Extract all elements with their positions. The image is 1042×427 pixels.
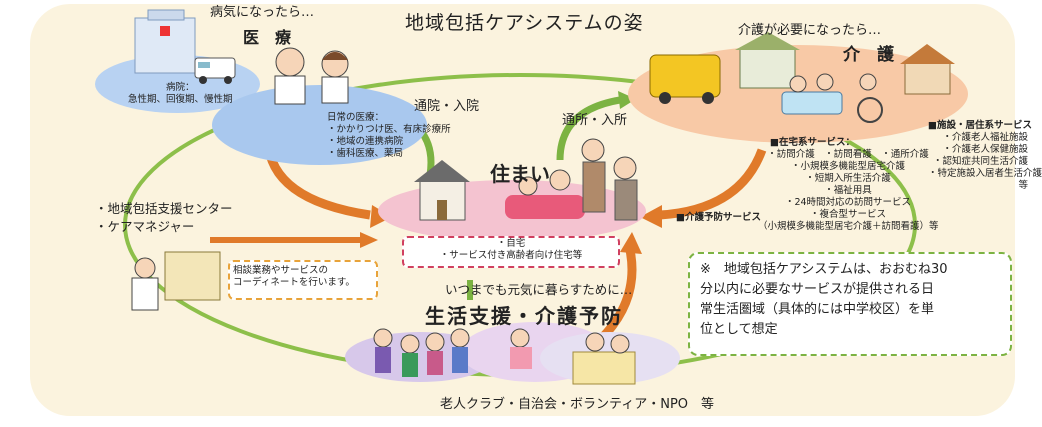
doctor-icon (274, 47, 306, 105)
arrow-living-to-home (596, 249, 637, 344)
care-lead: 介護が必要になったら… (738, 23, 882, 38)
wheelchair-icon (857, 73, 883, 123)
medical-heading: 医 療 (243, 28, 292, 47)
family-icon (505, 138, 638, 221)
medical-lead: 病気になったら… (210, 5, 315, 20)
care-arrow-label: 通所・入所 (562, 113, 628, 128)
exercise-icon (510, 328, 532, 369)
hospital-building-icon (134, 9, 196, 74)
hospital-label: 病院： 急性期、回復期、慢性期 (128, 82, 233, 105)
medical-arrow-label: 通院・入院 (414, 99, 480, 114)
bath-care-icon (781, 73, 843, 115)
home-heading: 住まい (490, 162, 550, 186)
arrow-home-to-care (556, 96, 621, 161)
page-title: 地域包括ケアシステムの姿 (405, 12, 644, 34)
group-home-icon (900, 44, 955, 95)
facility-list: ・介護老人福祉施設 ・介護老人保健施設 ・認知症共同生活介護 ・特定施設入居者生… (928, 132, 1042, 191)
home-services-list: ・訪問介護 ・訪問看護 ・通所介護 ・小規模多機能型居宅介護 ・短期入所生活介護… (758, 149, 939, 232)
ambulance-icon (194, 57, 236, 84)
daily-medical-label: 日常の医療： ・かかりつけ医、有床診療所 ・地域の連携病院 ・歯科医療、薬局 (327, 112, 451, 159)
care-manager-icon (131, 257, 159, 311)
care-facility-icon (735, 32, 800, 89)
support-bubble: 相談業務やサービスの コーディネートを行います。 (228, 260, 378, 300)
nurse-icon (321, 50, 349, 104)
elderly-group-icon (373, 328, 470, 377)
living-heading: 生活支援・介護予防 (425, 304, 623, 328)
house-icon (414, 160, 470, 221)
care-heading: 介 護 (843, 45, 894, 65)
medical-ellipse (212, 85, 427, 165)
helper-icon (572, 332, 636, 385)
facility-services: ■施設・居住系サービス ・介護老人福祉施設 ・介護老人保健施設 ・認知症共同生活… (928, 120, 1042, 192)
living-bottom-label: 老人クラブ・自治会・ボランティア・NPO 等 (440, 397, 715, 412)
support-center-label: ・地域包括支援センター ・ケアマネジャー (95, 201, 233, 234)
prevention-label: ■介護予防サービス (676, 212, 761, 223)
home-services-title: ■在宅系サービス： (770, 137, 855, 148)
living-lead: いつまでも元気に暮らすために… (445, 282, 633, 297)
note-box: ※ 地域包括ケアシステムは、おおむね30 分以内に必要なサービスが提供される日 … (688, 252, 1012, 356)
care-van-icon (649, 54, 721, 104)
facility-title: ■施設・居住系サービス (928, 120, 1032, 131)
home-items-box: ・自宅 ・サービス付き高齢者向け住宅等 (402, 236, 620, 268)
support-building-icon (164, 251, 221, 301)
arrow-care-to-home (659, 148, 767, 220)
